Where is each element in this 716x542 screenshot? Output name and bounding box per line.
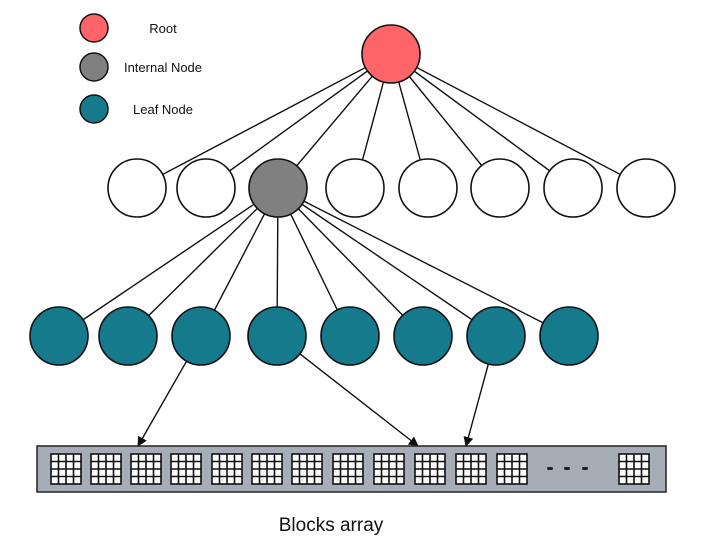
edge-internal-to-leaf-7 xyxy=(277,187,497,337)
block-8 xyxy=(332,453,364,485)
legend-leaf-swatch xyxy=(79,94,109,124)
block-2 xyxy=(90,453,122,485)
legend-internal-swatch xyxy=(79,52,109,82)
block-10 xyxy=(414,453,446,485)
block-9 xyxy=(373,453,405,485)
block-7 xyxy=(291,453,323,485)
level2-node-4 xyxy=(325,158,385,218)
level2-node-7 xyxy=(543,158,603,218)
legend-leaf-label: Leaf Node xyxy=(133,102,193,117)
blocks-array xyxy=(36,445,667,493)
ellipsis-dot-2 xyxy=(564,467,570,470)
edge-root-to-node-8 xyxy=(390,53,647,189)
block-6 xyxy=(251,453,283,485)
edge-root-to-node-1 xyxy=(136,53,392,189)
blocks-array-label: Blocks array xyxy=(279,515,384,536)
tree-nodes xyxy=(29,24,676,366)
root-node xyxy=(361,24,421,84)
level2-node-5 xyxy=(398,158,458,218)
level2-node-8 xyxy=(616,158,676,218)
edge-root-to-node-2 xyxy=(205,53,392,189)
legend-root-label: Root xyxy=(149,21,177,36)
legend-item-root: Root xyxy=(79,13,177,43)
blocks xyxy=(50,453,650,485)
level2-node-1 xyxy=(107,158,167,218)
level2-node-6 xyxy=(470,158,530,218)
block-1 xyxy=(50,453,82,485)
leaf-node-6 xyxy=(393,306,453,366)
edge-internal-to-leaf-8 xyxy=(277,187,570,337)
pointer-arrow-3 xyxy=(463,363,490,447)
block-5 xyxy=(211,453,243,485)
leaf-to-block-pointers xyxy=(137,353,490,447)
legend: Root Internal Node Leaf Node xyxy=(79,13,202,124)
level2-node-2 xyxy=(176,158,236,218)
leaf-node-1 xyxy=(29,306,89,366)
leaf-node-4 xyxy=(247,306,307,366)
pointer-arrow-1 xyxy=(137,360,188,447)
edge-internal-to-leaf-1 xyxy=(58,187,279,337)
ellipsis-dot-1 xyxy=(547,467,553,470)
ellipsis-dots xyxy=(547,467,588,470)
legend-internal-label: Internal Node xyxy=(124,60,202,75)
block-3 xyxy=(130,453,162,485)
block-13 xyxy=(618,453,650,485)
leaf-node-8 xyxy=(539,306,599,366)
block-4 xyxy=(170,453,202,485)
internal-node xyxy=(248,158,308,218)
pointer-arrow-2 xyxy=(299,353,419,447)
block-11 xyxy=(455,453,487,485)
legend-item-internal: Internal Node xyxy=(79,52,202,82)
edge-internal-to-leaf-6 xyxy=(277,187,424,337)
legend-item-leaf: Leaf Node xyxy=(79,94,193,124)
edge-internal-to-leaf-2 xyxy=(127,187,279,337)
edge-root-to-node-7 xyxy=(390,53,574,189)
block-12 xyxy=(496,453,528,485)
leaf-node-2 xyxy=(98,306,158,366)
leaf-node-5 xyxy=(320,306,380,366)
legend-root-swatch xyxy=(79,13,109,43)
ellipsis-dot-3 xyxy=(582,467,588,470)
leaf-node-7 xyxy=(466,306,526,366)
leaf-node-3 xyxy=(171,306,231,366)
